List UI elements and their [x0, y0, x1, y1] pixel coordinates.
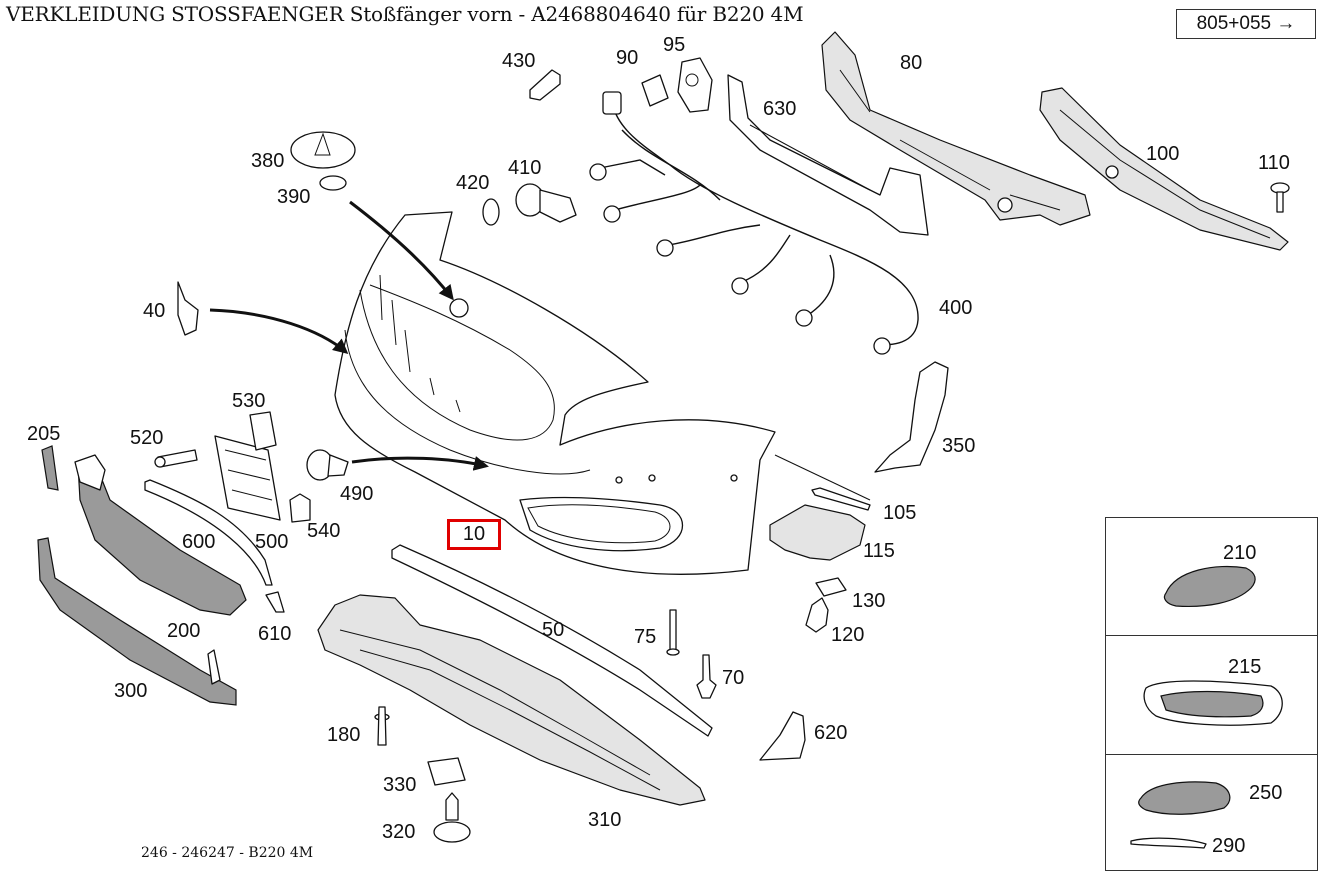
- callout-420[interactable]: 420: [456, 172, 489, 194]
- callout-610[interactable]: 610: [258, 623, 291, 645]
- grille-variant-part-250[interactable]: [1138, 781, 1231, 815]
- reference-label: 805+055: [1196, 13, 1272, 34]
- arrow-bracket-to-bumper: [209, 308, 349, 354]
- callout-80[interactable]: 80: [900, 52, 922, 74]
- inset-divider: [1106, 635, 1317, 636]
- expanding-nut-part-120[interactable]: [805, 597, 829, 633]
- sensor-ring-part-420[interactable]: [482, 198, 500, 226]
- callout-350[interactable]: 350: [942, 435, 975, 457]
- clip-part-130[interactable]: [815, 577, 847, 597]
- callout-210[interactable]: 210: [1223, 542, 1256, 564]
- clip-part-430[interactable]: [529, 69, 561, 101]
- wiring-harness-part-400[interactable]: [589, 91, 919, 355]
- callout-180[interactable]: 180: [327, 724, 360, 746]
- callout-90[interactable]: 90: [616, 47, 638, 69]
- parking-sensor-part-410[interactable]: [515, 183, 577, 223]
- callout-200[interactable]: 200: [167, 620, 200, 642]
- chrome-strip-part-600[interactable]: [144, 479, 273, 586]
- callout-300[interactable]: 300: [114, 680, 147, 702]
- inset-drawings: 210 215 250 290: [1130, 542, 1283, 857]
- clip-part-330[interactable]: [427, 757, 466, 786]
- rivet-part-75[interactable]: [666, 609, 680, 656]
- expanding-rivet-part-320[interactable]: [433, 792, 471, 843]
- cap-part-540[interactable]: [289, 493, 311, 523]
- emblem-part-380[interactable]: [290, 131, 356, 169]
- callout-320[interactable]: 320: [382, 821, 415, 843]
- callout-130[interactable]: 130: [852, 590, 885, 612]
- grille-insert-part-205[interactable]: [41, 445, 59, 491]
- callout-40[interactable]: 40: [143, 300, 165, 322]
- retainer-part-530[interactable]: [249, 411, 277, 451]
- callout-205[interactable]: 205: [27, 423, 60, 445]
- callout-490[interactable]: 490: [340, 483, 373, 505]
- license-plate-holder-part-500[interactable]: [214, 435, 281, 521]
- arrow-sensor-to-bumper: [351, 456, 489, 471]
- frame-variant-part-215[interactable]: [1143, 680, 1283, 726]
- bumper-cover-part-10[interactable]: [334, 211, 776, 575]
- callout-630[interactable]: 630: [763, 98, 796, 120]
- callout-105[interactable]: 105: [883, 502, 916, 524]
- callout-95[interactable]: 95: [663, 34, 685, 56]
- callout-390[interactable]: 390: [277, 186, 310, 208]
- grille-variant-part-210[interactable]: [1163, 565, 1256, 607]
- callout-250[interactable]: 250: [1249, 782, 1282, 804]
- callout-110[interactable]: 110: [1258, 152, 1290, 174]
- arrow-emblem-to-bumper: [349, 200, 454, 301]
- bracket-part-115[interactable]: [769, 504, 866, 561]
- callout-620[interactable]: 620: [814, 722, 847, 744]
- bracket-part-95[interactable]: [677, 57, 713, 113]
- callout-310[interactable]: 310: [588, 809, 621, 831]
- bolt-part-520[interactable]: [154, 449, 198, 468]
- callout-380[interactable]: 380: [251, 150, 284, 172]
- screw-part-110[interactable]: [1270, 182, 1290, 213]
- callout-530[interactable]: 530: [232, 390, 265, 412]
- clip-part-610[interactable]: [265, 591, 285, 613]
- chrome-strip-variant-part-290[interactable]: [1130, 837, 1207, 849]
- rivet-part-70[interactable]: [696, 654, 717, 699]
- callout-520[interactable]: 520: [130, 427, 163, 449]
- callout-75[interactable]: 75: [634, 626, 656, 648]
- callout-400[interactable]: 400: [939, 297, 972, 319]
- callout-50[interactable]: 50: [542, 619, 564, 641]
- callout-430[interactable]: 430: [502, 50, 535, 72]
- arrow-right-icon: →: [1276, 13, 1296, 34]
- grille-frame-part-100[interactable]: [1039, 87, 1289, 251]
- underbody-panel-part-310[interactable]: [317, 594, 706, 806]
- callout-330[interactable]: 330: [383, 774, 416, 796]
- callout-500[interactable]: 500: [255, 531, 288, 553]
- bracket-part-620[interactable]: [759, 711, 806, 761]
- inset-divider: [1106, 754, 1317, 755]
- callout-215[interactable]: 215: [1228, 656, 1261, 678]
- callout-10-highlighted[interactable]: 10: [447, 519, 501, 550]
- variant-inset-panel: 210 215 250 290: [1105, 517, 1318, 871]
- bracket-part-40[interactable]: [177, 281, 199, 336]
- page-title: VERKLEIDUNG STOSSFAENGER Stoßfänger vorn…: [6, 2, 804, 26]
- reference-link-button[interactable]: 805+055 →: [1176, 9, 1316, 39]
- callout-70[interactable]: 70: [722, 667, 744, 689]
- callout-600[interactable]: 600: [182, 531, 215, 553]
- trim-part-105[interactable]: [811, 487, 871, 511]
- impact-absorber-part-80[interactable]: [821, 31, 1091, 226]
- callout-290[interactable]: 290: [1212, 835, 1245, 857]
- callout-100[interactable]: 100: [1146, 143, 1179, 165]
- leader-line-105: [774, 454, 871, 501]
- bracket-part-350[interactable]: [874, 361, 949, 473]
- grille-part-200[interactable]: [74, 454, 247, 616]
- emblem-holder-part-390[interactable]: [319, 175, 347, 191]
- callout-120[interactable]: 120: [831, 624, 864, 646]
- parking-sensor-part-490[interactable]: [306, 449, 349, 481]
- callout-540[interactable]: 540: [307, 520, 340, 542]
- lower-trim-part-300[interactable]: [37, 537, 237, 706]
- mounting-strip-part-630[interactable]: [727, 74, 929, 236]
- callout-115[interactable]: 115: [863, 540, 895, 562]
- model-footer: 246 - 246247 - B220 4M: [141, 845, 314, 861]
- callout-410[interactable]: 410: [508, 157, 541, 179]
- sensor-control-unit-part-90[interactable]: [641, 74, 669, 107]
- screw-part-180[interactable]: [374, 706, 390, 746]
- trim-strip-part-50[interactable]: [391, 544, 713, 737]
